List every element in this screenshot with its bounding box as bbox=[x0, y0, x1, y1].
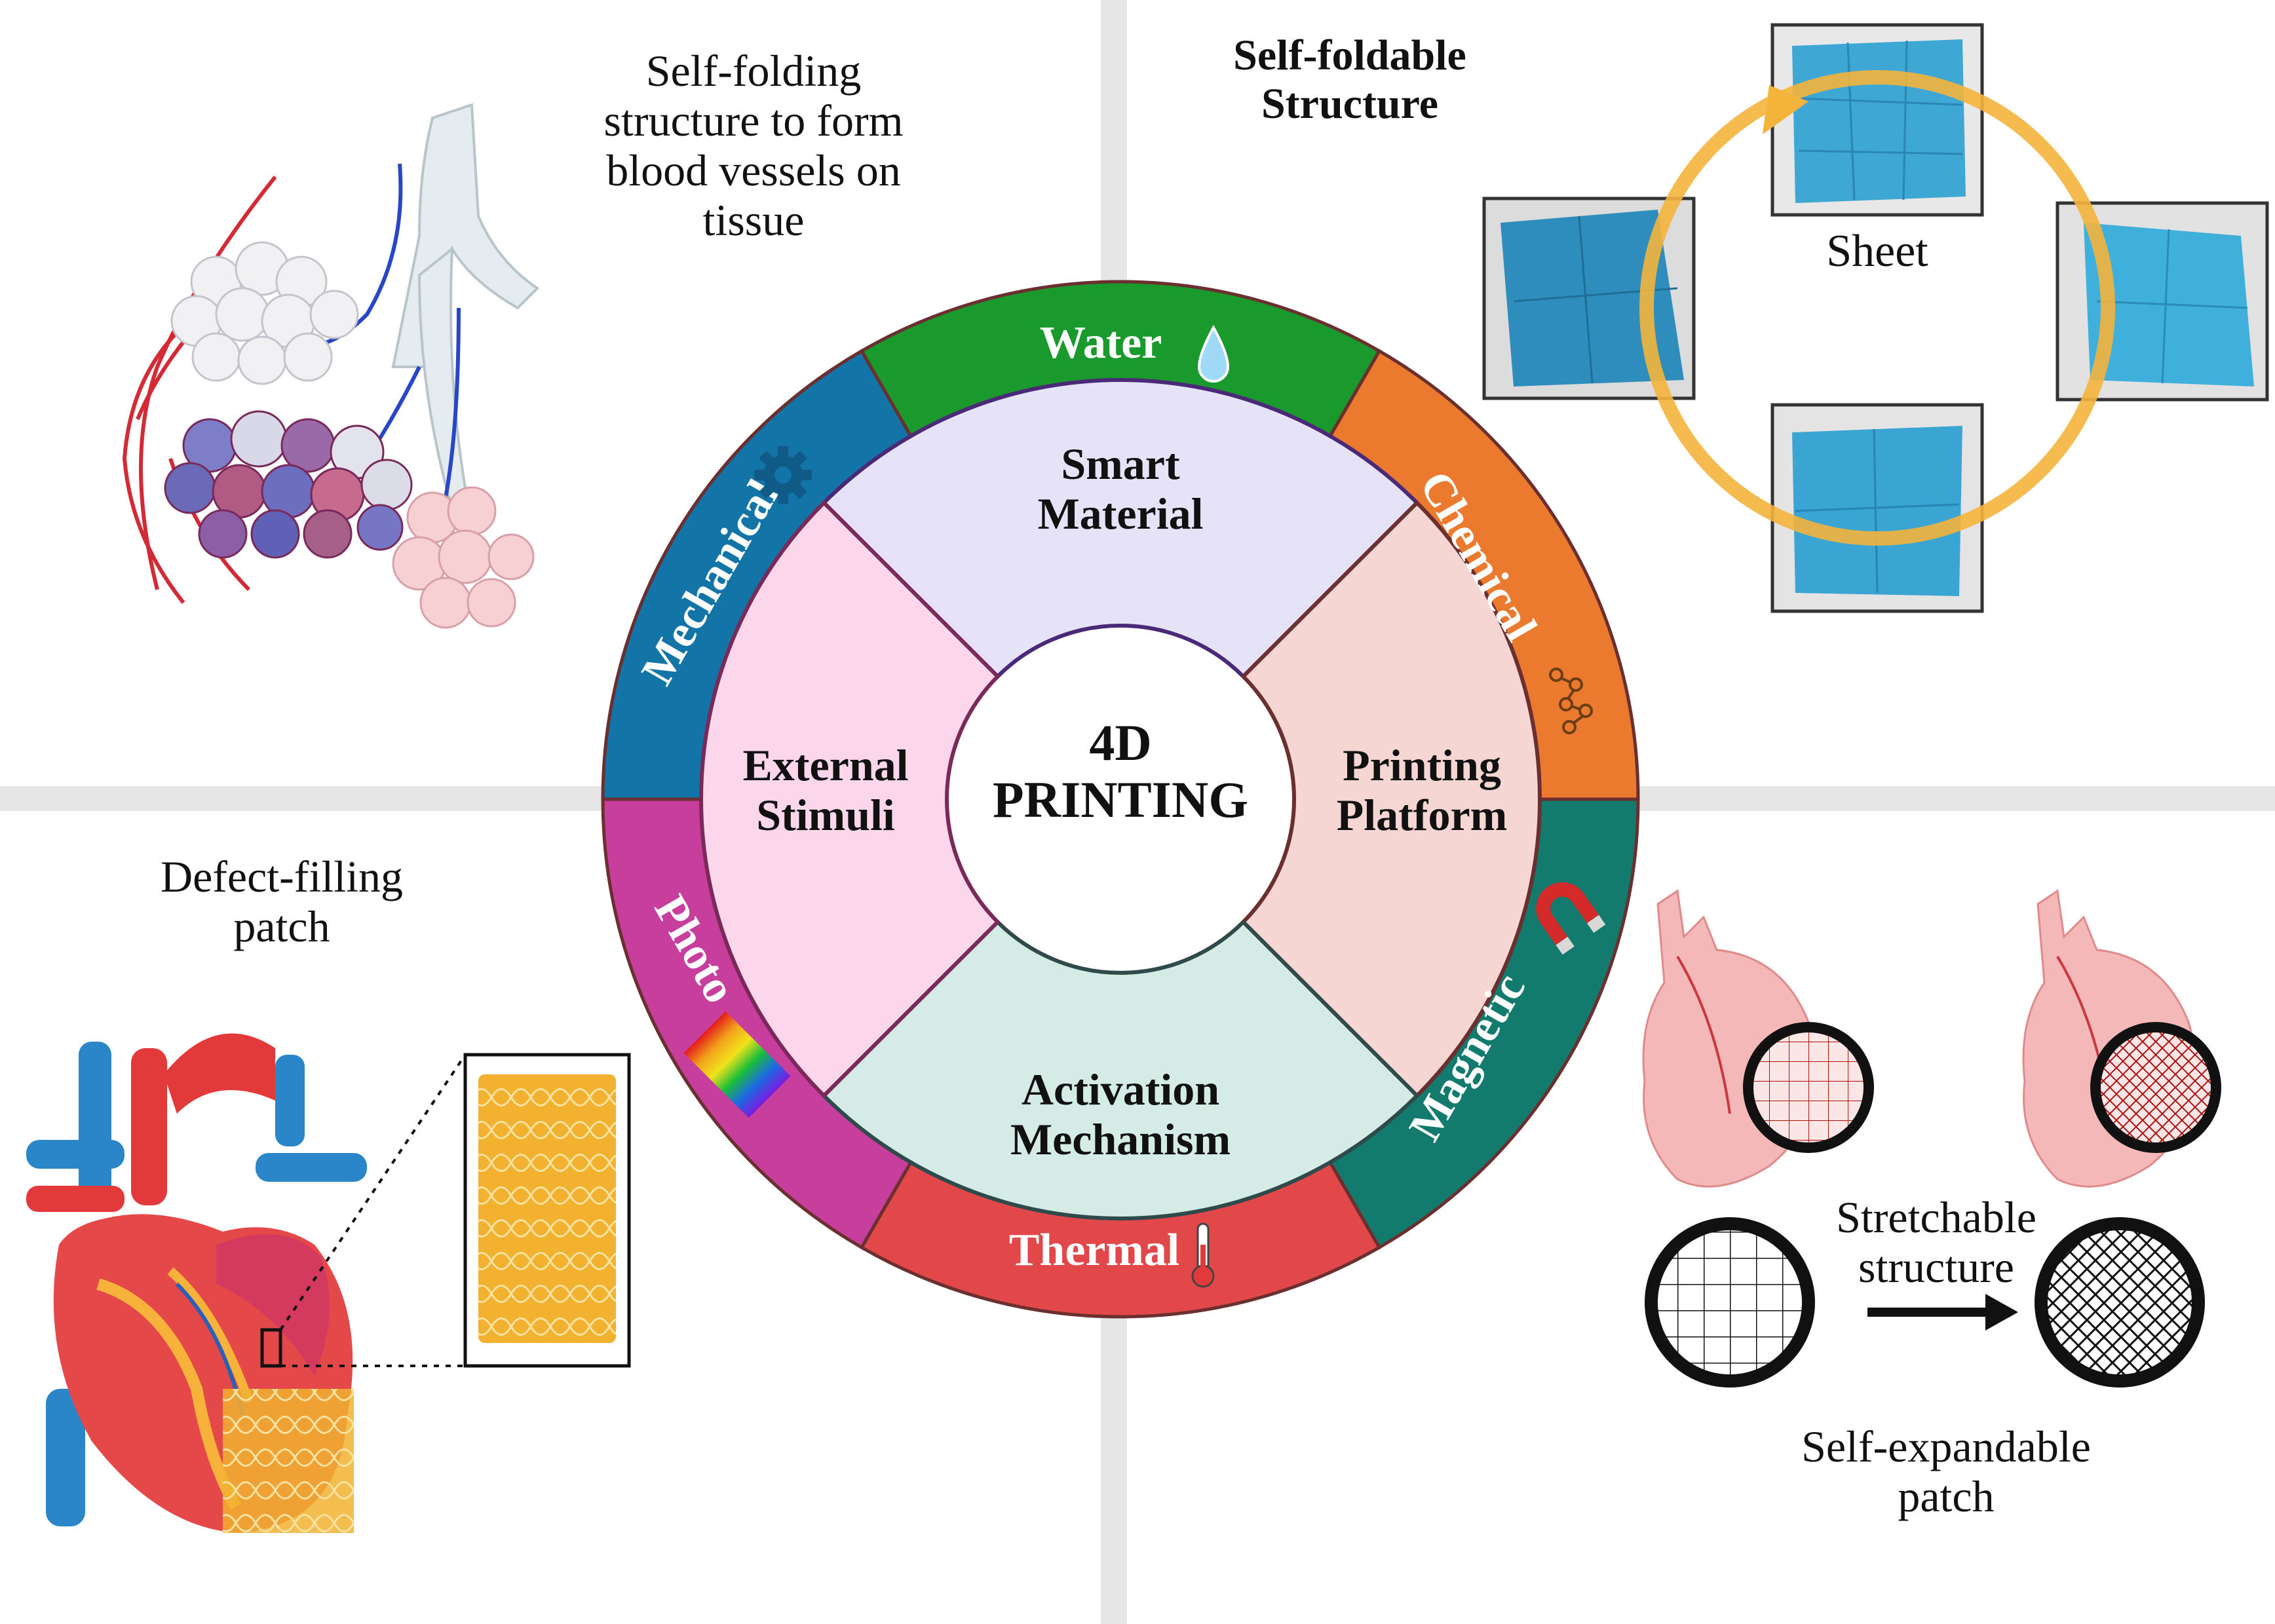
annotation-defect-filling-patch: Defect-filling patch bbox=[98, 852, 465, 951]
pink-alveolar-sac bbox=[392, 486, 535, 629]
inner-segment-activation-mechanism bbox=[821, 919, 1420, 1221]
heart-right-zoom bbox=[2090, 1022, 2221, 1153]
segment-smart-material: Smart Material bbox=[950, 439, 1291, 538]
center-label-line2: PRINTING bbox=[992, 771, 1249, 829]
segment-smart-material-line1: Smart bbox=[1061, 439, 1180, 489]
annotation-defect-filling-line1: Defect-filling bbox=[160, 852, 404, 901]
annotation-sheet: Sheet bbox=[1826, 226, 1928, 276]
annotation-self-folding-line4: tissue bbox=[702, 195, 805, 246]
divider-vertical-top bbox=[1101, 0, 1127, 308]
arrow-right-icon bbox=[1867, 1294, 2018, 1331]
center-label: 4D PRINTING bbox=[963, 714, 1278, 829]
magnet-icon bbox=[1536, 882, 1606, 955]
segment-printing-platform-line2: Platform bbox=[1336, 790, 1508, 840]
annotation-stretchable-line1: Stretchable bbox=[1836, 1192, 2036, 1242]
patch-zoom-callout bbox=[260, 1053, 631, 1368]
water-drop-icon bbox=[1197, 324, 1230, 383]
gear-icon bbox=[754, 446, 812, 504]
annotation-stretchable-line2: structure bbox=[1858, 1242, 2014, 1293]
divider-horizontal-right bbox=[1625, 786, 2275, 811]
annotation-defect-filling-line2: patch bbox=[233, 901, 330, 952]
sheet-photo-top bbox=[1770, 23, 1984, 217]
annotation-self-folding-vessels: Self-folding structure to form blood ves… bbox=[524, 46, 983, 246]
divider-horizontal-left bbox=[0, 786, 609, 811]
alveoli-cluster-lower bbox=[164, 410, 413, 559]
segment-activation-mechanism: Activation Mechanism bbox=[930, 1065, 1310, 1164]
annotation-self-expandable-line2: patch bbox=[1898, 1471, 1995, 1522]
molecule-icon bbox=[1549, 668, 1593, 734]
center-disc bbox=[949, 628, 1291, 970]
divider-vertical-bottom bbox=[1101, 1310, 1127, 1624]
segment-printing-platform: Printing Platform bbox=[1284, 740, 1559, 840]
annotation-self-folding-line1: Self-folding bbox=[645, 46, 862, 96]
segment-external-stimuli-line1: External bbox=[742, 740, 909, 790]
segment-activation-mechanism-line1: Activation bbox=[1021, 1065, 1220, 1114]
inner-segment-smart-material bbox=[821, 377, 1420, 679]
mesh-after bbox=[2035, 1217, 2205, 1388]
annotation-self-expandable-patch: Self-expandable patch bbox=[1743, 1422, 2149, 1521]
alveoli-cluster-upper bbox=[170, 241, 359, 385]
cycle-arrow-icon bbox=[1639, 70, 2115, 546]
center-label-line1: 4D bbox=[1089, 714, 1152, 771]
segment-smart-material-line2: Material bbox=[1037, 489, 1204, 539]
annotation-self-folding-line3: blood vessels on bbox=[606, 145, 901, 196]
stimulus-water-label: Water bbox=[1039, 318, 1162, 368]
annotation-self-foldable-line2: Structure bbox=[1261, 79, 1439, 128]
stimulus-thermal-label: Thermal bbox=[1008, 1225, 1180, 1275]
inner-segment-printing-platform bbox=[1240, 500, 1542, 1099]
segment-external-stimuli-line2: Stimuli bbox=[756, 790, 895, 840]
annotation-self-foldable-line1: Self-foldable bbox=[1233, 31, 1466, 79]
annotation-stretchable-structure: Stretchable structure bbox=[1795, 1192, 2077, 1292]
heart-left-zoom bbox=[1743, 1022, 1874, 1153]
segment-external-stimuli: External Stimuli bbox=[695, 740, 957, 840]
thermometer-icon bbox=[1191, 1222, 1215, 1288]
trachea-branch bbox=[391, 103, 540, 533]
annotation-self-folding-line2: structure to form bbox=[603, 96, 904, 146]
spectrum-icon bbox=[683, 1011, 791, 1118]
heart-patch bbox=[223, 1389, 354, 1533]
annotation-self-expandable-line1: Self-expandable bbox=[1801, 1422, 2091, 1471]
heart-vessels bbox=[26, 1033, 367, 1526]
annotation-self-foldable-structure: Self-foldable Structure bbox=[1179, 31, 1520, 128]
sheet-photo-bottom bbox=[1770, 403, 1984, 613]
mesh-before bbox=[1645, 1217, 1815, 1388]
segment-activation-mechanism-line2: Mechanism bbox=[1010, 1114, 1231, 1165]
segment-printing-platform-line1: Printing bbox=[1343, 740, 1501, 790]
inner-segment-external-stimuli bbox=[698, 500, 1001, 1099]
